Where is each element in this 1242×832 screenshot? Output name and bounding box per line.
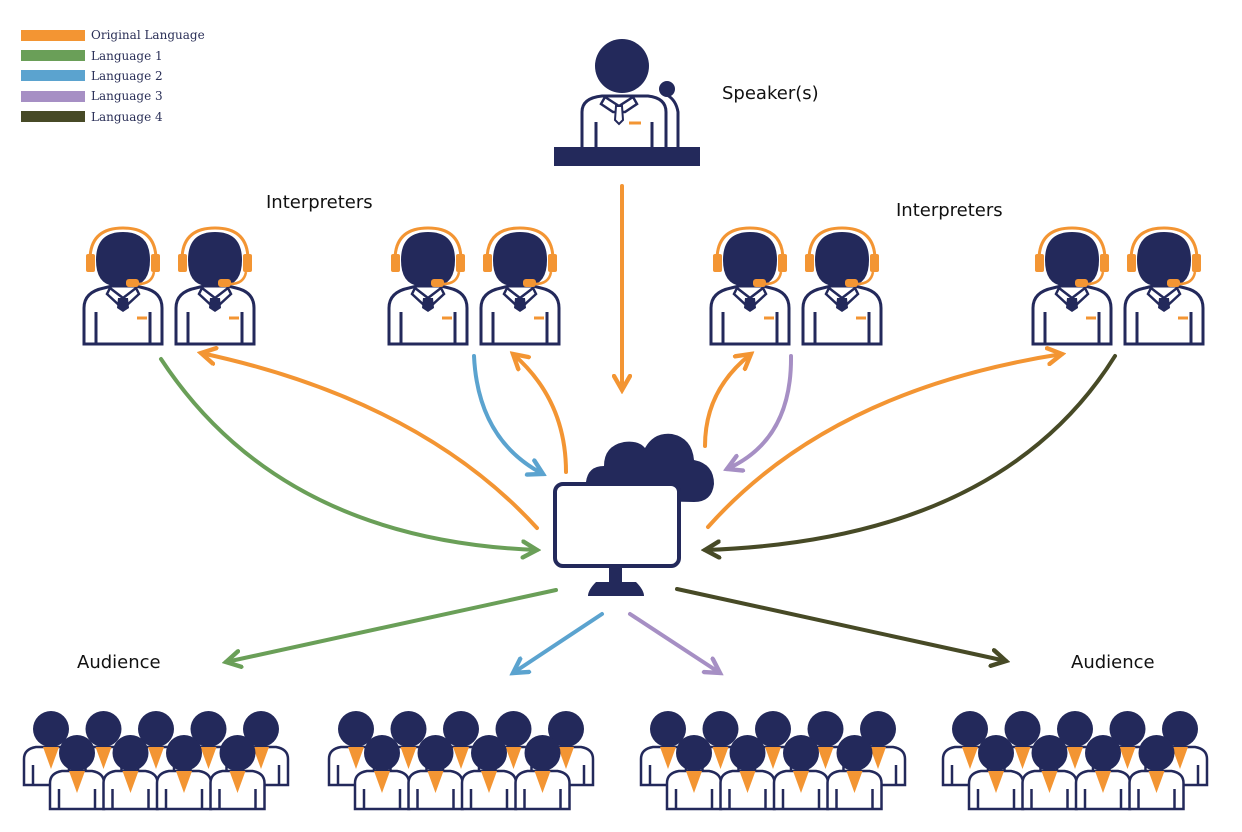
arrow-platform-to-booth-1 bbox=[201, 353, 539, 530]
arrow-platform-to-booth-3 bbox=[703, 354, 751, 448]
legend-label: Original Language bbox=[91, 28, 205, 43]
legend-item-language-1: Language 1 bbox=[21, 45, 205, 65]
arrow-booth-4-to-platform bbox=[705, 354, 1117, 550]
arrow-booth-1-to-platform bbox=[159, 357, 537, 550]
arrow-booth-2-to-platform bbox=[472, 354, 543, 474]
monitor-icon bbox=[553, 482, 681, 596]
interpreters-label-right: Interpreters bbox=[896, 200, 1003, 221]
legend-label: Language 4 bbox=[91, 109, 163, 124]
audience-group-2 bbox=[327, 709, 595, 811]
legend-item-language-4: Language 4 bbox=[21, 107, 205, 127]
audience-label-left: Audience bbox=[77, 652, 161, 673]
arrow-platform-to-audience-1 bbox=[226, 588, 558, 662]
arrow-platform-to-audience-2 bbox=[513, 612, 604, 673]
legend-swatch bbox=[21, 29, 85, 41]
interpreter-headset-icon bbox=[387, 226, 469, 346]
interpreter-headset-icon bbox=[1031, 226, 1113, 346]
legend-label: Language 1 bbox=[91, 48, 163, 63]
legend-item-language-3: Language 3 bbox=[21, 86, 205, 106]
interpreter-booth-2 bbox=[387, 226, 561, 346]
legend: Original Language Language 1 Language 2 … bbox=[21, 25, 205, 127]
legend-label: Language 2 bbox=[91, 68, 163, 83]
legend-item-original: Original Language bbox=[21, 25, 205, 45]
legend-swatch bbox=[21, 90, 85, 102]
interpreter-headset-icon bbox=[82, 226, 164, 346]
legend-swatch bbox=[21, 111, 85, 123]
arrow-platform-to-booth-4 bbox=[706, 354, 1062, 529]
speaker-icon bbox=[554, 39, 700, 166]
legend-label: Language 3 bbox=[91, 89, 163, 104]
legend-swatch bbox=[21, 70, 85, 82]
interpreter-booth-1 bbox=[82, 226, 256, 346]
audience-label-right: Audience bbox=[1071, 652, 1155, 673]
audience-group-3 bbox=[639, 709, 907, 811]
audience-groups bbox=[22, 709, 1209, 811]
arrow-booth-3-to-platform bbox=[727, 354, 794, 469]
arrow-platform-to-booth-2 bbox=[513, 354, 568, 474]
interpreters-label-left: Interpreters bbox=[266, 192, 373, 213]
flow-arrows bbox=[159, 184, 1117, 673]
audience-group-1 bbox=[22, 709, 290, 811]
arrow-platform-to-audience-4 bbox=[675, 587, 1006, 661]
interpreter-headset-icon bbox=[709, 226, 791, 346]
speaker-label: Speaker(s) bbox=[722, 83, 819, 104]
interpreter-headset-icon bbox=[174, 226, 256, 346]
arrow-platform-to-audience-3 bbox=[628, 612, 720, 673]
interpreter-booth-4 bbox=[1031, 226, 1205, 346]
interpreter-headset-icon bbox=[801, 226, 883, 346]
interpreter-headset-icon bbox=[1123, 226, 1205, 346]
interpreter-booth-3 bbox=[709, 226, 883, 346]
legend-swatch bbox=[21, 50, 85, 62]
legend-item-language-2: Language 2 bbox=[21, 66, 205, 86]
interpreter-headset-icon bbox=[479, 226, 561, 346]
audience-group-4 bbox=[941, 709, 1209, 811]
